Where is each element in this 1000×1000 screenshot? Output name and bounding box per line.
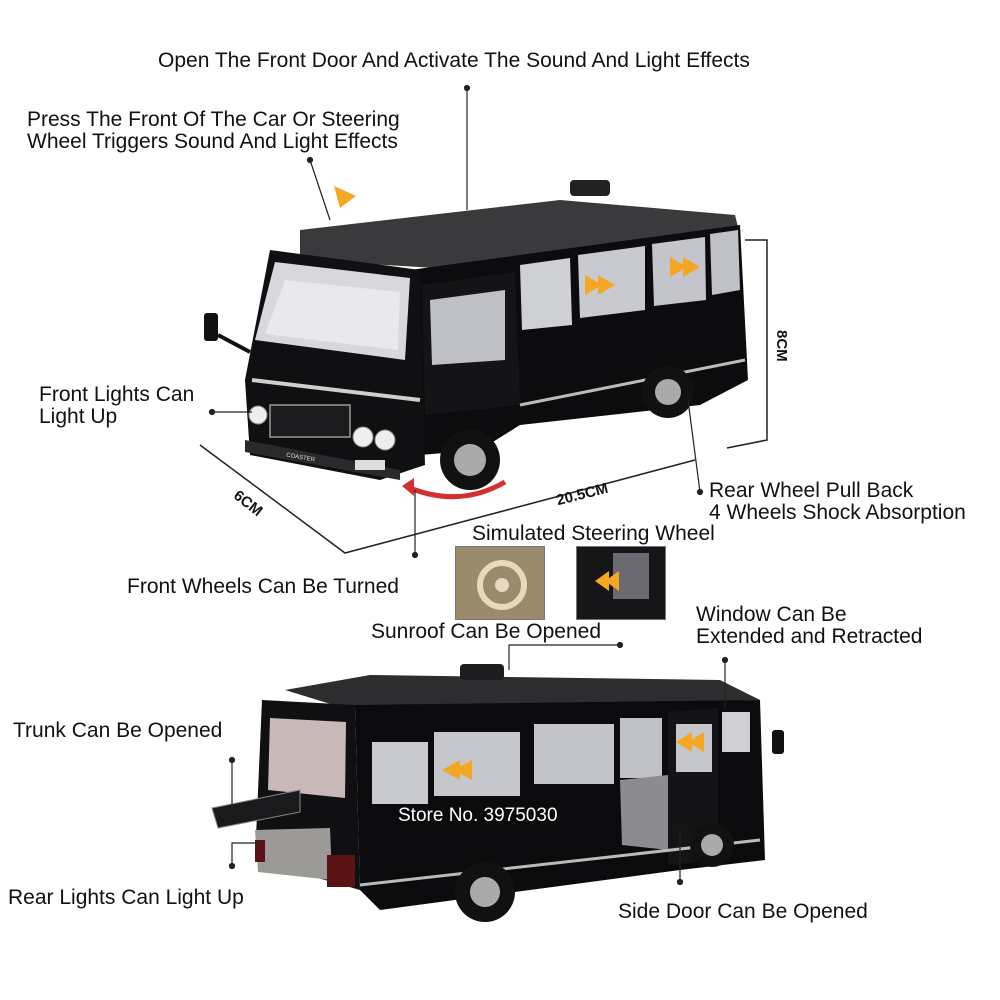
label-front-wheels: Front Wheels Can Be Turned [127, 575, 399, 598]
label-steering: Simulated Steering Wheel [472, 522, 715, 545]
label-rear-wheel: Rear Wheel Pull Back 4 Wheels Shock Abso… [709, 479, 966, 524]
label-front-lights: Front Lights Can Light Up [39, 383, 195, 428]
label-front-door: Open The Front Door And Activate The Sou… [158, 49, 750, 72]
store-watermark: Store No. 3975030 [398, 805, 558, 826]
dimension-height: 8CM [773, 330, 790, 362]
top-guide-lines [208, 84, 704, 559]
bottom-bus [211, 664, 784, 922]
label-window: Window Can Be Extended and Retracted [696, 603, 923, 648]
label-trunk: Trunk Can Be Opened [13, 719, 223, 742]
sunroof-icon [577, 547, 665, 619]
steering-wheel-icon [456, 547, 544, 619]
dimension-lines [199, 239, 768, 554]
sunroof-thumbnail [576, 546, 666, 620]
label-sunroof: Sunroof Can Be Opened [371, 620, 601, 643]
bottom-guide-lines [228, 641, 729, 886]
top-bus [204, 180, 748, 500]
steering-wheel-thumbnail [455, 546, 545, 620]
label-rear-lights: Rear Lights Can Light Up [8, 886, 244, 909]
label-press-front: Press The Front Of The Car Or Steering W… [27, 108, 400, 153]
label-side-door: Side Door Can Be Opened [618, 900, 868, 923]
